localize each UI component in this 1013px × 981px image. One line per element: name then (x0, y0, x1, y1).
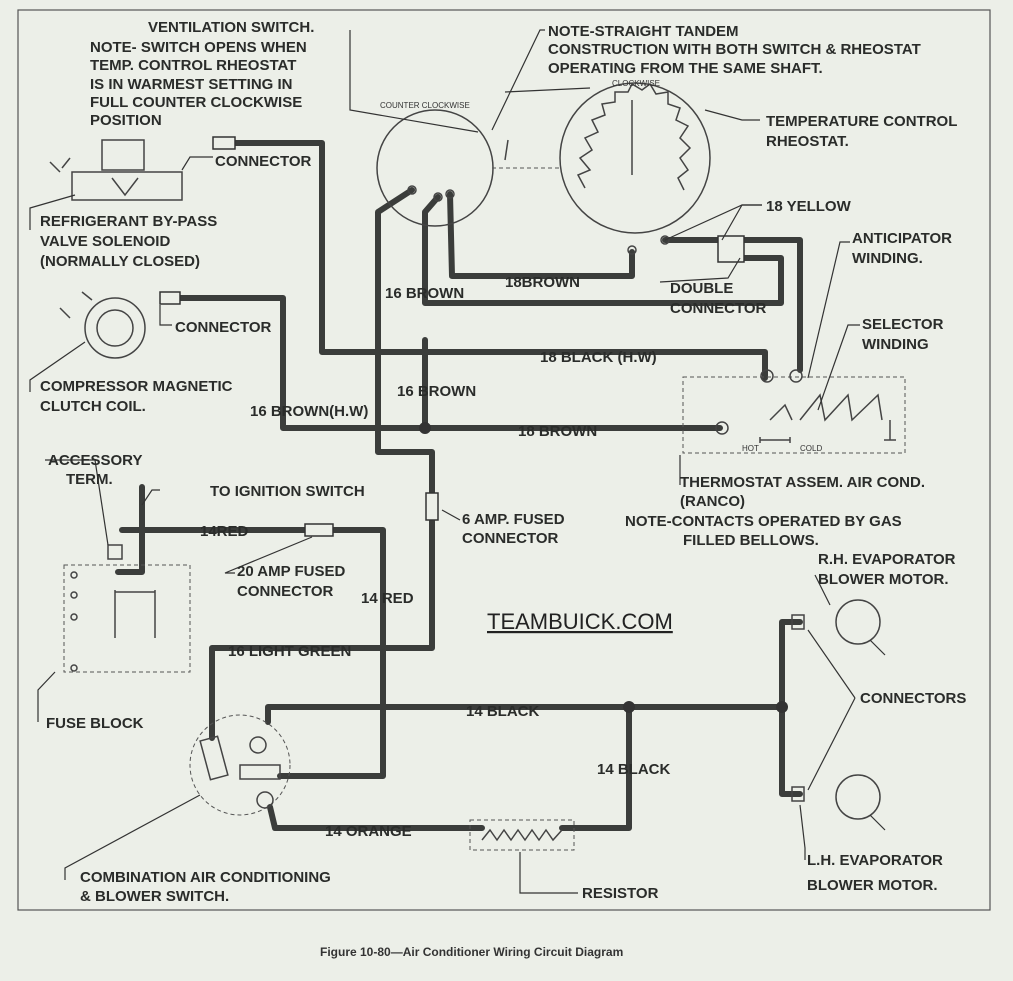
to-ignition-label: TO IGNITION SWITCH (210, 483, 365, 500)
wire-lh-motor (779, 704, 803, 797)
lh-blower-label: L.H. EVAPORATOR BLOWER MOTOR. (807, 852, 947, 894)
watermark-text: TEAMBUICK.COM (487, 609, 673, 634)
leader-lines (29, 29, 860, 894)
wire-16-brown-loop (422, 194, 784, 306)
wire-ignition (115, 484, 145, 575)
combination-switch-symbol (189, 714, 291, 816)
brown-18-mid-label: 18 BROWN (518, 423, 597, 440)
wire-14-orange (267, 804, 485, 831)
wire-16-light-green (209, 645, 365, 741)
thermostat-assembly (682, 369, 906, 454)
refrigerant-valve-label: REFRIGERANT BY-PASS VALVE SOLENOID (NORM… (40, 213, 221, 270)
fused-6amp-label: 6 AMP. FUSED CONNECTOR (462, 511, 569, 547)
fused-20amp-label: 20 AMP FUSED CONNECTOR (237, 563, 350, 600)
wire-18-brown-top (447, 191, 635, 279)
fuse-block-symbol (63, 544, 191, 673)
wire-18-yellow-right (739, 237, 803, 373)
fused-connector-20amp (304, 523, 334, 537)
rh-blower-label: R.H. EVAPORATOR BLOWER MOTOR. (818, 551, 960, 588)
rheostat-dial (559, 82, 711, 255)
ventilation-switch-dial (376, 109, 509, 227)
wire-6amp-down (359, 517, 435, 651)
lh-blower-motor-symbol (791, 774, 886, 831)
black-18-hw-label: 18 BLACK (H.W) (540, 349, 657, 366)
temperature-rheostat-label: TEMPERATURE CONTROL RHEOSTAT. (766, 113, 961, 150)
junction-dot (776, 701, 788, 713)
connectors-label: CONNECTORS (860, 690, 966, 707)
figure-caption: Figure 10-80—Air Conditioner Wiring Circ… (320, 945, 623, 959)
cold-label: COLD (800, 444, 822, 453)
wire-14-black (265, 704, 785, 725)
wire-rh-motor (779, 619, 803, 710)
junction-dot (419, 422, 431, 434)
wire-14-black-side (559, 704, 632, 831)
combination-switch-label: COMBINATION AIR CONDITIONING & BLOWER SW… (80, 869, 335, 905)
red-14-side-label: 14 RED (361, 590, 414, 607)
thermostat-label: THERMOSTAT ASSEM. AIR COND. (RANCO) (680, 474, 929, 510)
double-connector-symbol (717, 235, 745, 263)
brown-18-top-label: 18BROWN (505, 274, 580, 291)
connector-top-symbol (212, 136, 236, 150)
connector-mid-label: CONNECTOR (175, 319, 272, 336)
compressor-clutch-symbol (59, 291, 146, 359)
junction-dot (623, 701, 635, 713)
brown-16-hw-label: 16 BROWN(H.W) (250, 403, 368, 420)
connector-mid-symbol (159, 291, 181, 305)
tandem-note-label: NOTE-STRAIGHT TANDEM CONSTRUCTION WITH B… (548, 23, 925, 77)
black-14-side-label: 14 BLACK (597, 761, 671, 778)
light-green-16-label: 16 LIGHT GREEN (228, 643, 351, 660)
refrigerant-valve-symbol (49, 139, 183, 201)
orange-14-label: 14 ORANGE (325, 823, 412, 840)
diagram-frame (17, 9, 991, 911)
wire-clutch-16-brown-hw (177, 295, 723, 431)
brown-16-top-label: 16 BROWN (385, 285, 464, 302)
clockwise-label: CLOCKWISE (612, 79, 660, 88)
wires (115, 140, 803, 831)
gas-note-label: NOTE-CONTACTS OPERATED BY GAS FILLED BEL… (625, 513, 906, 549)
rh-blower-motor-symbol (791, 599, 886, 656)
compressor-clutch-label: COMPRESSOR MAGNETIC CLUTCH COIL. (40, 378, 237, 415)
wire-14-red-side (277, 527, 386, 779)
hot-label: HOT (742, 444, 759, 453)
ventilation-switch-label: VENTILATION SWITCH. NOTE- SWITCH OPENS W… (90, 19, 319, 129)
selector-winding-label: SELECTOR WINDING (862, 316, 948, 353)
resistor-label: RESISTOR (582, 885, 659, 902)
accessory-term-label: ACCESSORY TERM. (48, 452, 146, 488)
resistor-symbol (469, 819, 575, 851)
counter-clockwise-label: COUNTER CLOCKWISE (380, 101, 470, 110)
yellow-18-label: 18 YELLOW (766, 198, 852, 215)
connector-top-label: CONNECTOR (215, 153, 312, 170)
black-14-top-label: 14 BLACK (466, 703, 540, 720)
anticipator-label: ANTICIPATOR WINDING. (852, 230, 956, 267)
fused-connector-6amp (425, 492, 439, 521)
fuse-block-label: FUSE BLOCK (46, 715, 144, 732)
red-14-top-label: 14RED (200, 523, 249, 540)
brown-16-mid-label: 16 BROWN (397, 383, 476, 400)
wire-ventilation-connector (232, 140, 768, 381)
double-connector-label: DOUBLE CONNECTOR (670, 280, 767, 317)
